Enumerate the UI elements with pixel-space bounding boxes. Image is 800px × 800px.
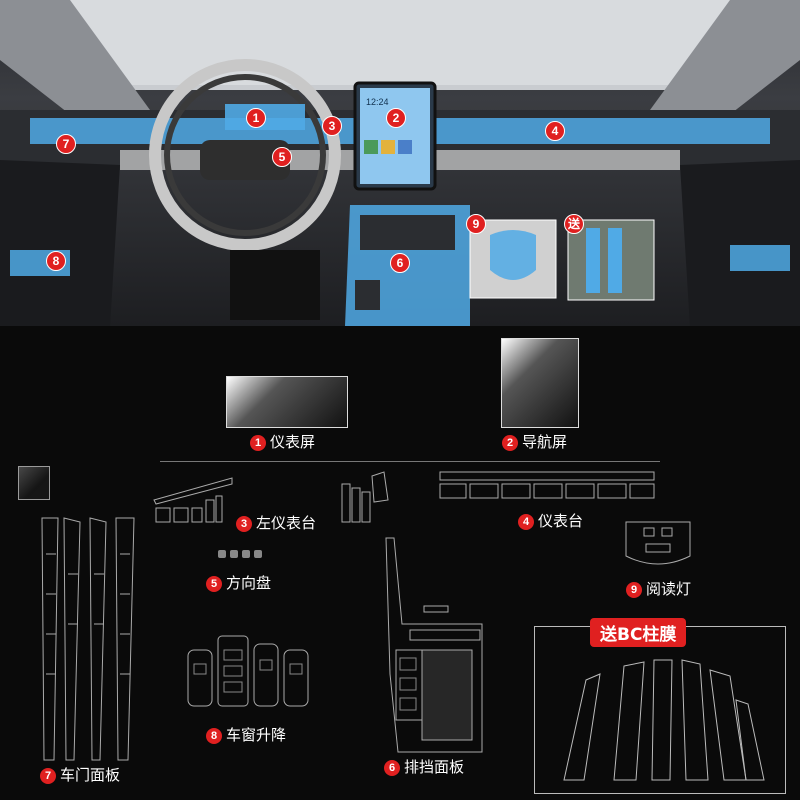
callout-9: 9	[466, 214, 486, 234]
part-num-1: 1	[250, 434, 266, 451]
callout-5: 5	[272, 147, 292, 167]
callout-3: 3	[322, 116, 342, 136]
door-panel-films	[41, 517, 135, 761]
part-name-1: 仪表屏	[270, 433, 316, 451]
part-name-9: 阅读灯	[646, 580, 692, 598]
bc-pillar-films	[563, 659, 765, 781]
center-screen-time: 12:24	[366, 97, 389, 107]
dashboard-films	[439, 471, 655, 499]
part-num-9: 9	[626, 581, 642, 598]
navigation-screen-film	[501, 338, 579, 428]
part-name-2: 导航屏	[522, 433, 568, 451]
reading-light-film	[625, 521, 691, 565]
instrument-screen-film	[226, 376, 348, 428]
part-num-2: 2	[502, 434, 518, 451]
callout-6: 6	[390, 253, 410, 273]
steering-wheel-films	[218, 550, 262, 558]
part-name-5: 方向盘	[226, 574, 272, 592]
part-num-8: 8	[206, 727, 222, 744]
small-film-piece	[18, 466, 50, 500]
left-dashboard-films	[153, 471, 389, 523]
gear-panel-film	[385, 537, 483, 753]
callout-4: 4	[545, 121, 565, 141]
part-name-3: 左仪表台	[256, 514, 317, 532]
interior-illustration: 12:24	[0, 0, 800, 326]
part-num-5: 5	[206, 575, 222, 592]
interior-photo: 12:24 1 2 3 4 5 6 7 8 9 送	[0, 0, 800, 326]
part-num-4: 4	[518, 513, 534, 530]
part-name-4: 仪表台	[538, 512, 584, 530]
part-name-7: 车门面板	[60, 766, 121, 784]
part-num-6: 6	[384, 759, 400, 776]
callout-gift: 送	[564, 214, 584, 234]
callout-2: 2	[386, 108, 406, 128]
part-name-6: 排挡面板	[404, 758, 465, 776]
bc-pillar-title: 送BC柱膜	[590, 618, 687, 647]
part-name-8: 车窗升降	[226, 726, 287, 744]
part-num-3: 3	[236, 515, 252, 532]
window-lift-films	[187, 635, 309, 707]
part-num-7: 7	[40, 767, 56, 784]
callout-7: 7	[56, 134, 76, 154]
callout-1: 1	[246, 108, 266, 128]
separator-line	[160, 461, 660, 462]
callout-8: 8	[46, 251, 66, 271]
